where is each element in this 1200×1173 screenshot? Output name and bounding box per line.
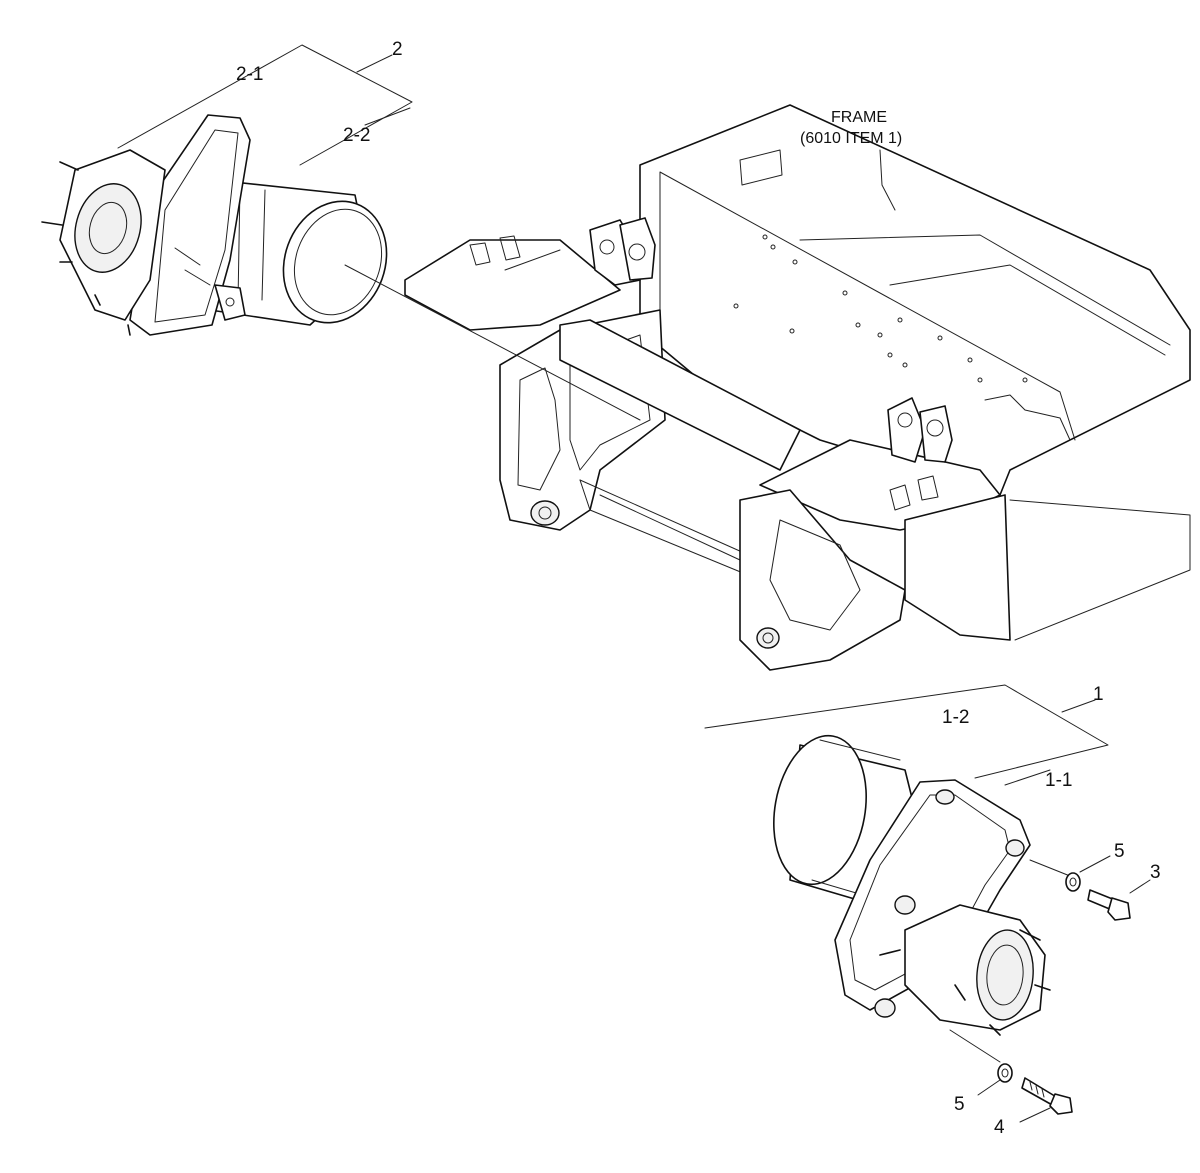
callout-2-2: 2-2 (343, 125, 370, 146)
callout-1-1: 1-1 (1045, 770, 1072, 791)
motor-2-assembly (41, 114, 641, 421)
callout-5-lower: 5 (954, 1094, 965, 1115)
frame-label-line2: (6010 ITEM 1) (800, 130, 902, 147)
bolt-3 (1087, 889, 1131, 921)
callout-2: 2 (392, 39, 403, 60)
callout-1: 1 (1093, 684, 1104, 705)
labels: 2 2-1 2-2 FRAME (6010 ITEM 1) 1 1-2 1-1 … (236, 39, 1161, 1138)
bolt-4 (1021, 1077, 1073, 1115)
leader-lines (117, 44, 1151, 1123)
callout-1-2: 1-2 (942, 707, 969, 728)
washer-5-lower (997, 1063, 1013, 1083)
callout-5-upper: 5 (1114, 841, 1125, 862)
frame-assembly (404, 104, 1191, 671)
callout-3: 3 (1150, 862, 1161, 883)
washer-5-upper (1065, 872, 1081, 892)
frame-label-line1: FRAME (831, 109, 887, 126)
motor-1-assembly (773, 734, 1076, 1063)
callout-4: 4 (994, 1117, 1005, 1138)
callout-2-1: 2-1 (236, 64, 263, 85)
